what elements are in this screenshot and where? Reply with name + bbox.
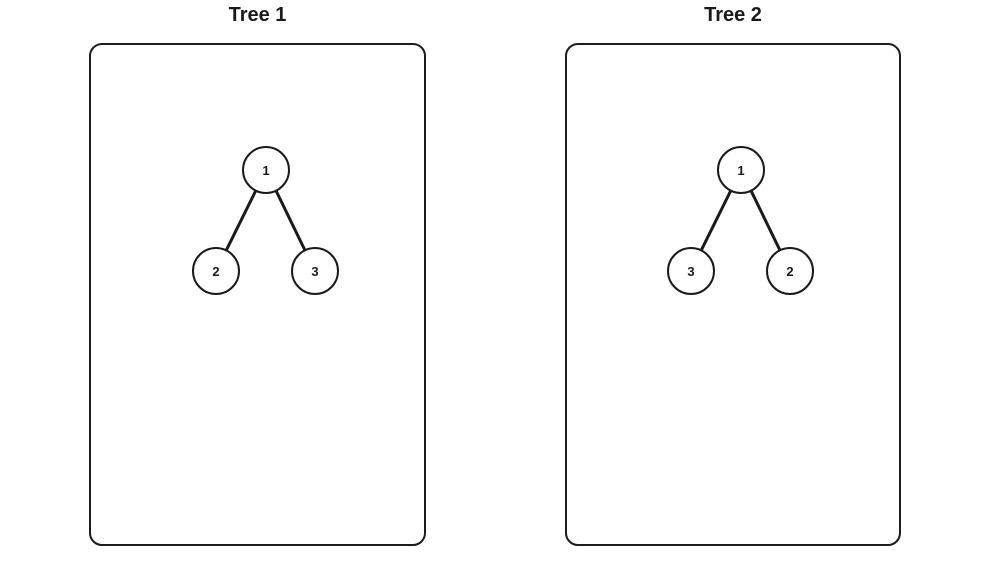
tree2-node-right-circle xyxy=(766,247,814,295)
tree1-node-left-label: 2 xyxy=(212,264,219,279)
tree1-node-left-circle xyxy=(192,247,240,295)
tree2-panel: Tree 2 1 3 2 xyxy=(565,4,901,546)
tree2-card: 1 3 2 xyxy=(565,43,901,546)
tree2-node-right-label: 2 xyxy=(786,264,793,279)
tree2-node-root-label: 1 xyxy=(737,163,744,178)
tree1-node-root-label: 1 xyxy=(262,163,269,178)
tree2-node-left-circle xyxy=(667,247,715,295)
tree1-node-root-circle xyxy=(242,146,290,194)
tree1-title: Tree 1 xyxy=(228,4,287,26)
tree1-graph: 1 2 3 xyxy=(192,146,339,295)
tree2-graph: 1 3 2 xyxy=(667,146,814,295)
tree1-card: 1 2 3 xyxy=(89,43,426,546)
tree1-node-right-circle xyxy=(291,247,339,295)
tree2-title: Tree 2 xyxy=(704,4,762,26)
tree1-node-right-label: 3 xyxy=(311,264,318,279)
tree2-node-left-label: 3 xyxy=(687,264,694,279)
tree2-node-root-circle xyxy=(717,146,765,194)
tree1-panel: Tree 1 1 2 3 xyxy=(89,4,426,546)
